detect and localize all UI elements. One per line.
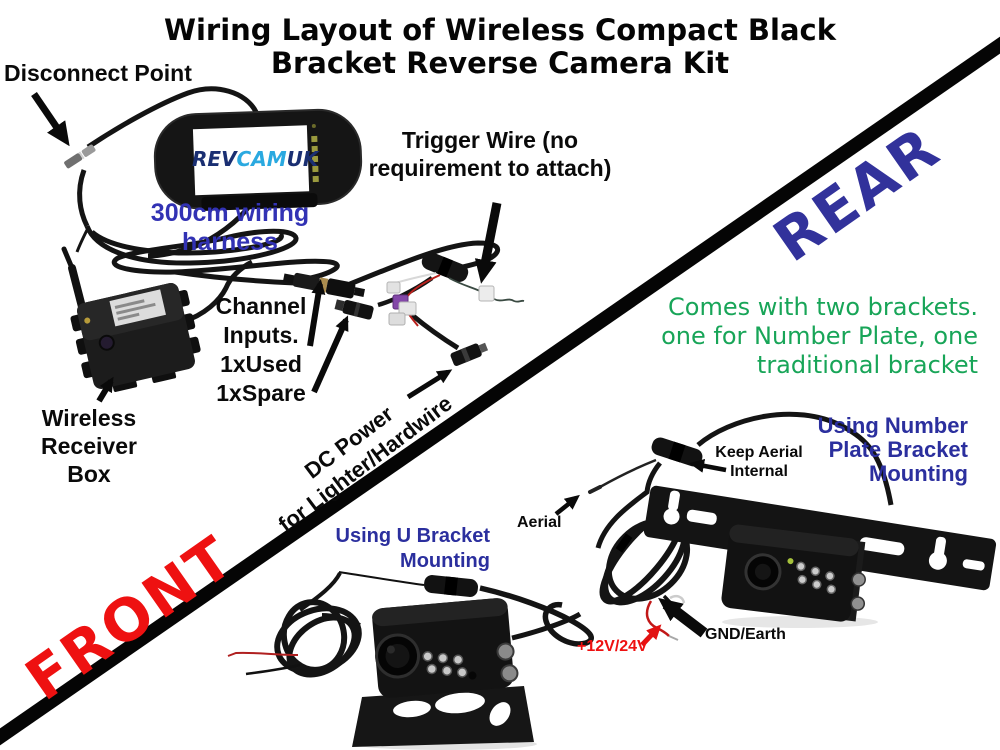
- harness-splitter: [421, 252, 469, 282]
- wiring-harness-label: 300cm wiring harness: [150, 199, 310, 256]
- mirror-monitor-photo: [153, 108, 363, 211]
- arrow-channel-used: [307, 279, 326, 347]
- logo-uk: UK: [286, 147, 319, 171]
- arrow-trigger-wire: [474, 202, 502, 284]
- annotation-arrows: [31, 92, 727, 647]
- wireless-receiver-box-label: Wireless Receiver Box: [41, 405, 137, 487]
- page-title: Wiring Layout of Wireless Compact Black …: [0, 14, 1000, 80]
- arrow-aerial: [554, 494, 580, 516]
- disconnect-point-label: Disconnect Point: [4, 60, 192, 86]
- arrow-receiver-box: [96, 376, 114, 403]
- brackets-note: Comes with two brackets. one for Number …: [661, 293, 978, 379]
- trigger-wire-thin: [448, 277, 525, 303]
- aerial-label: Aerial: [517, 514, 562, 531]
- gnd-earth-label: GND/Earth: [705, 626, 786, 643]
- wireless-receiver-box-photo: [70, 283, 201, 392]
- logo-cam: CAM: [236, 147, 287, 171]
- trigger-wire-label: Trigger Wire (no requirement to attach): [368, 127, 612, 181]
- arrow-disconnect-point: [31, 92, 70, 147]
- logo-rev: REV: [192, 147, 237, 171]
- number-plate-caption: Using Number Plate Bracket Mounting: [817, 413, 968, 486]
- arrow-dc-power: [406, 369, 453, 400]
- arrow-12v: [640, 624, 662, 647]
- arrow-channel-spare: [311, 315, 349, 394]
- u-bracket-caption: Using U Bracket Mounting: [335, 525, 491, 572]
- number-plate-camera-photo: [588, 411, 997, 641]
- dc-power-connector: [450, 342, 489, 366]
- power-12v-label: +12V/24V: [577, 638, 648, 655]
- revcamuk-logo: REVCAMUK: [192, 147, 318, 171]
- branch-connector-white-lower: [388, 312, 406, 326]
- page-title-line2: Bracket Reverse Camera Kit: [270, 46, 730, 80]
- front-rear-divider-line: [0, 36, 1000, 746]
- channel-inputs-label: Channel Inputs. 1xUsed 1xSpare: [215, 293, 307, 406]
- page-title-line1: Wiring Layout of Wireless Compact Black: [163, 13, 836, 47]
- u-bracket-camera-photo: [227, 571, 594, 750]
- trigger-wire-connector: [478, 285, 495, 302]
- channel-input-connector-spare: [334, 299, 374, 320]
- keep-aerial-label: Keep Aerial Internal: [715, 444, 803, 480]
- arrow-gnd: [658, 597, 708, 638]
- monitor-wiring-photo: [77, 86, 501, 351]
- disconnect-point-connector: [64, 144, 96, 169]
- branch-connector-white-small: [386, 281, 401, 294]
- arrow-keep-aerial: [689, 458, 727, 473]
- branch-connector-white-large: [398, 301, 417, 316]
